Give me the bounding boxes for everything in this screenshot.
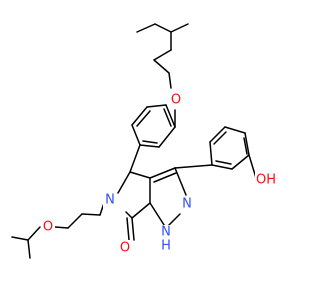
svg-text:N: N [161, 225, 171, 240]
atom-n-ring: N [103, 192, 117, 208]
phenyl-c4-bond [129, 144, 141, 173]
pyrrole-ring [117, 171, 151, 219]
atom-oh-phenol: OH [255, 172, 277, 188]
svg-text:O: O [120, 241, 130, 256]
svg-text:N: N [105, 193, 115, 208]
isopropyl-group [11, 226, 41, 259]
svg-text:N: N [182, 197, 192, 212]
atom-nh-pyrazole: N H [158, 225, 174, 255]
phenol-bond [248, 154, 257, 179]
atom-o-carbonyl: O [118, 240, 132, 256]
svg-text:OH: OH [256, 173, 276, 188]
svg-text:O: O [171, 93, 181, 108]
molecule-structure: O OH N N N H O O [11, 23, 277, 259]
carbonyl [126, 217, 135, 241]
c3-aryl-bond [174, 164, 213, 169]
isopentyl-chain [136, 23, 189, 89]
atom-n-pyrazole: N [180, 196, 194, 212]
structure-canvas: O OH N N N H O O [11, 23, 277, 259]
upper-phenyl-ring [131, 104, 176, 148]
hydroxyphenyl-ring [209, 126, 250, 170]
svg-text:O: O [43, 220, 53, 235]
atom-o-ether-top: O [170, 92, 182, 108]
atom-o-ether-chain: O [41, 219, 55, 235]
svg-text:H: H [161, 239, 171, 254]
propyl-chain [54, 199, 106, 229]
